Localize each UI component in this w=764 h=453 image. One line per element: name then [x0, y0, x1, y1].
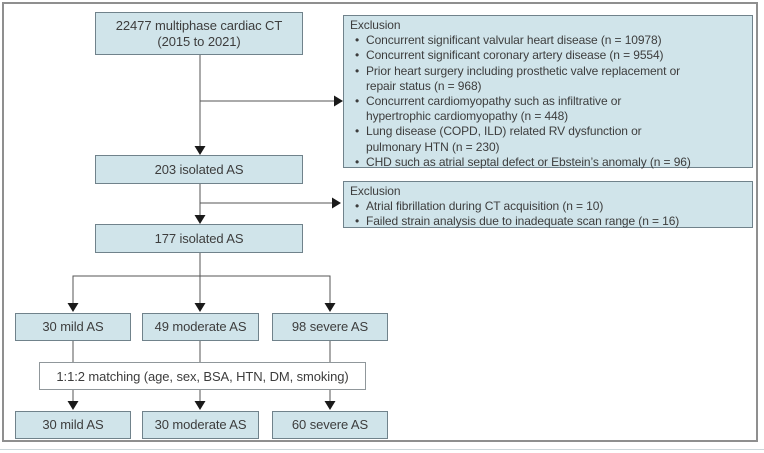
arrowhead-matching-to-severe: [324, 401, 336, 410]
node-matching-criteria: 1:1:2 matching (age, sex, BSA, HTN, DM, …: [39, 362, 366, 390]
node-matched-mild-as: 30 mild AS: [15, 411, 131, 439]
node-matched-severe-as: 60 severe AS: [272, 411, 388, 439]
exclusion-1-title: Exclusion: [350, 18, 401, 32]
arrowhead-split-moderate: [194, 303, 206, 312]
arrowhead-to-exclusion-2: [332, 197, 341, 209]
arrowhead-matching-to-moderate: [194, 401, 206, 410]
node-matched-moderate-as: 30 moderate AS: [142, 411, 259, 439]
exclusion-box-2: Exclusion Atrial fibrillation during CT …: [343, 181, 753, 230]
exclusion-1-item: Concurrent significant valvular heart di…: [353, 33, 746, 48]
arrowhead-to-exclusion-1: [334, 95, 343, 107]
exclusion-1-list: Concurrent significant valvular heart di…: [350, 33, 746, 170]
node-177-isolated-as: 177 isolated AS: [95, 224, 303, 253]
exclusion-1-item: Lung disease (COPD, ILD) related RV dysf…: [353, 124, 746, 154]
exclusion-2-list: Atrial fibrillation during CT acquisitio…: [350, 199, 746, 230]
node-total-cardiac-ct: 22477 multiphase cardiac CT (2015 to 202…: [95, 12, 303, 55]
arrowhead-split-mild: [67, 303, 79, 312]
exclusion-2-title: Exclusion: [350, 184, 401, 198]
exclusion-1-item: CHD such as atrial septal defect or Ebst…: [353, 155, 746, 170]
arrowhead-203-to-177: [194, 215, 206, 224]
node-total-line1: 22477 multiphase cardiac CT: [115, 17, 283, 33]
bottom-rule: [0, 449, 764, 450]
node-initial-moderate-as: 49 moderate AS: [142, 313, 259, 341]
exclusion-1-item: Concurrent significant coronary artery d…: [353, 48, 746, 63]
exclusion-1-item: Concurrent cardiomyopathy such as infilt…: [353, 94, 746, 124]
exclusion-box-1: Exclusion Concurrent significant valvula…: [343, 15, 753, 170]
arrowhead-matching-to-mild: [67, 401, 79, 410]
exclusion-1-item: Prior heart surgery including prosthetic…: [353, 64, 746, 94]
node-initial-severe-as: 98 severe AS: [272, 313, 388, 341]
arrowhead-total-to-203: [194, 146, 206, 155]
arrowhead-split-severe: [324, 303, 336, 312]
node-total-line2: (2015 to 2021): [157, 33, 241, 49]
node-203-isolated-as: 203 isolated AS: [95, 155, 303, 184]
exclusion-2-item: Atrial fibrillation during CT acquisitio…: [353, 199, 746, 214]
exclusion-2-item: Failed strain analysis due to inadequate…: [353, 214, 746, 229]
node-initial-mild-as: 30 mild AS: [15, 313, 131, 341]
